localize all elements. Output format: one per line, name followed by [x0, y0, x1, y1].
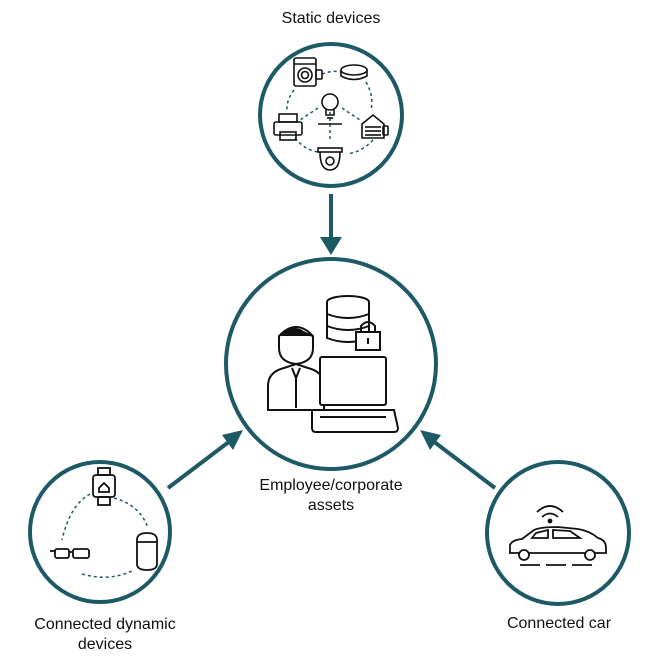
padlock-icon: [355, 321, 381, 351]
smart-glasses-icon: [50, 548, 90, 559]
printer-icon: [273, 113, 303, 141]
employee-assets-label: Employee/corporate assets: [211, 476, 451, 516]
dynamic-devices-label-line1: Connected dynamic: [34, 616, 176, 633]
dynamic-dashed-links: [61, 493, 149, 578]
employee-assets-label-line1: Employee/corporate: [259, 477, 403, 494]
arrow-static-to-center: [320, 194, 342, 255]
static-devices-node: [258, 42, 404, 188]
security-camera-icon: [317, 147, 343, 171]
arrow-car-to-center: [420, 430, 497, 490]
connected-car-node: [485, 460, 631, 606]
employee-assets-node: [224, 257, 438, 471]
connected-car-label-text: Connected car: [506, 615, 612, 632]
arrow-dynamic-to-center: [166, 430, 243, 490]
garage-door-icon: [361, 113, 389, 139]
car-icon: [509, 526, 607, 566]
static-devices-label: Static devices: [231, 9, 431, 29]
dynamic-devices-label: Connected dynamic devices: [2, 615, 208, 655]
light-bulb-icon: [318, 93, 342, 125]
laptop-icon: [311, 356, 400, 433]
employee-assets-label-line2: assets: [307, 497, 355, 514]
connected-car-label: Connected car: [469, 614, 649, 634]
dynamic-devices-node: [28, 460, 172, 604]
dynamic-devices-label-line2: devices: [77, 636, 133, 653]
wireless-signal-icon: [536, 505, 564, 524]
voice-assistant-icon: [136, 532, 158, 571]
employee-icon: [267, 326, 325, 411]
smart-speaker-icon: [340, 64, 368, 81]
smartwatch-icon: [92, 467, 116, 506]
static-devices-label-text: Static devices: [281, 10, 381, 27]
washing-machine-icon: [293, 57, 323, 87]
